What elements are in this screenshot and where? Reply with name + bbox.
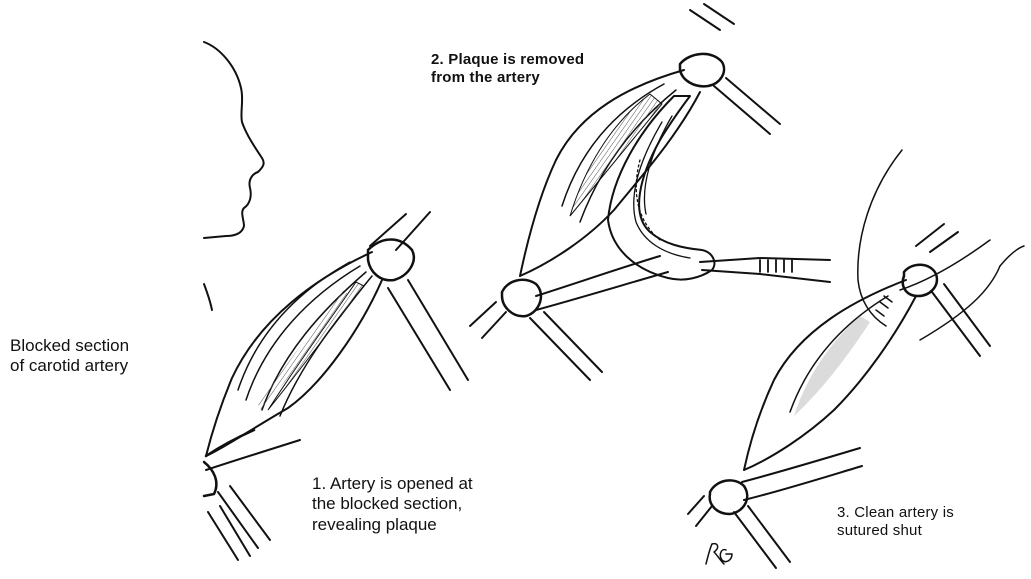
artist-signature xyxy=(702,540,742,570)
step-3-line-1: 3. Clean artery is xyxy=(837,504,954,522)
step-1-line-2: the blocked section, xyxy=(312,494,473,514)
blocked-label-line-1: Blocked section xyxy=(10,336,129,356)
step-1-line-3: revealing plaque xyxy=(312,515,473,535)
step-2-line-1: 2. Plaque is removed xyxy=(431,51,584,69)
blocked-section-label: Blocked section of carotid artery xyxy=(10,336,129,377)
step-3-caption: 3. Clean artery is sutured shut xyxy=(837,504,954,540)
step-3-line-2: sutured shut xyxy=(837,522,954,540)
step-2-line-2: from the artery xyxy=(431,69,584,87)
head-silhouette xyxy=(204,42,264,310)
step-1-line-1: 1. Artery is opened at xyxy=(312,474,473,494)
blocked-label-line-2: of carotid artery xyxy=(10,356,129,376)
step-1-caption: 1. Artery is opened at the blocked secti… xyxy=(312,474,473,535)
step-2-caption: 2. Plaque is removed from the artery xyxy=(431,51,584,87)
